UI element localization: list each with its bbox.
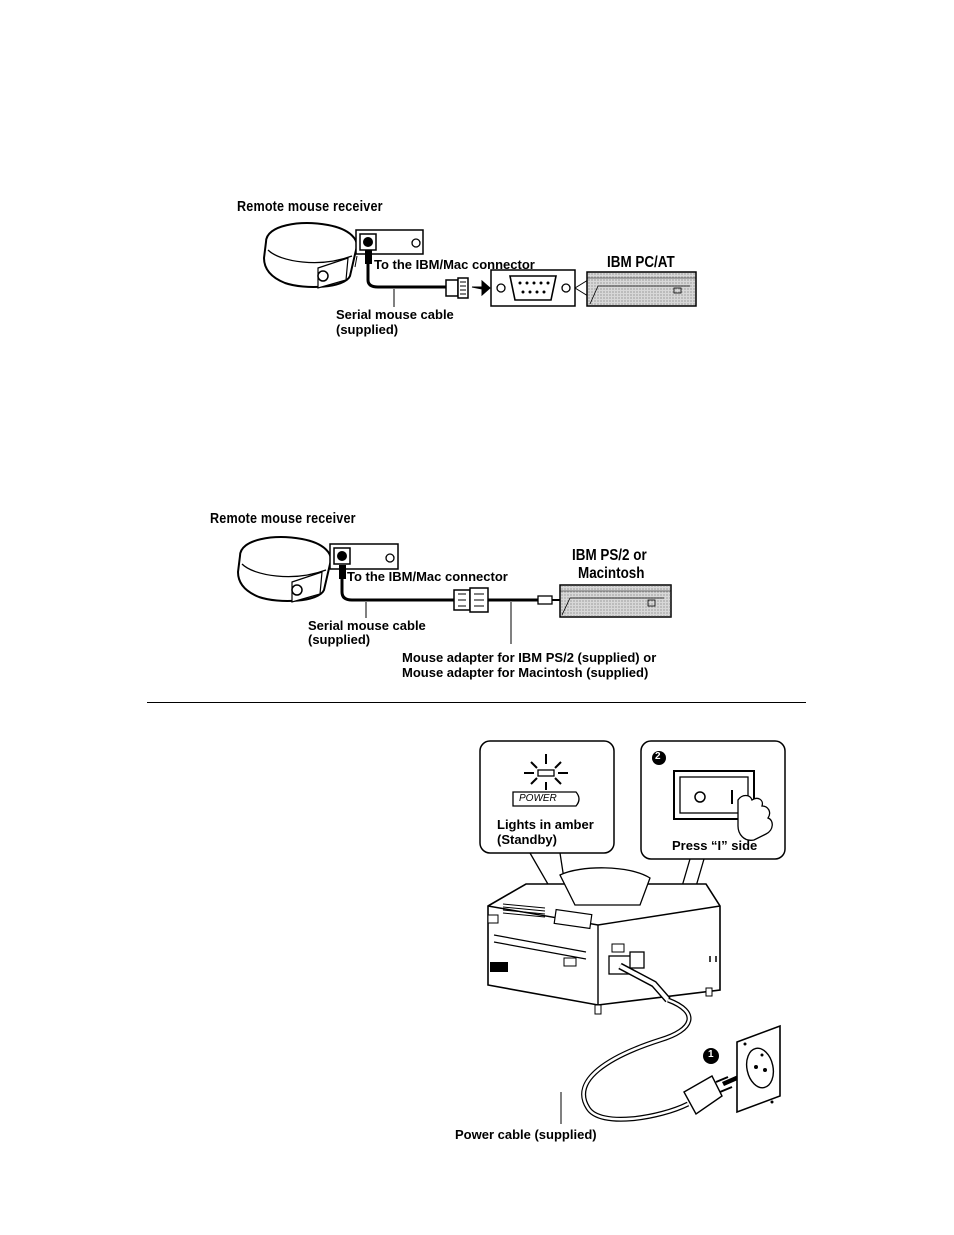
connector-panel-2 <box>329 543 399 570</box>
switch-step-number: 2 <box>655 751 661 762</box>
mouse-adapter <box>453 587 560 644</box>
serial-port-panel <box>490 269 589 307</box>
cable-label-1-line1: Serial mouse cable <box>336 307 454 322</box>
serial-mouse-cable-2 <box>339 565 456 618</box>
switch-label: Press “I” side <box>672 838 758 853</box>
cable-label-2-line2: (supplied) <box>308 632 371 647</box>
ibm-pc-at-computer <box>586 271 697 307</box>
connector-label-2: To the IBM/Mac connector <box>347 569 508 584</box>
ibm-ps2-macintosh-computer <box>559 584 672 618</box>
remote-mouse-receiver-1 <box>262 222 358 289</box>
cable-label-1-line2: (supplied) <box>336 322 399 337</box>
power-switch-callout <box>640 740 786 956</box>
indicator-label-line2: (Standby) <box>497 832 557 847</box>
indicator-label-line1: Lights in amber <box>497 817 594 832</box>
wall-outlet <box>736 1024 781 1114</box>
diagram2-heading: Remote mouse receiver <box>210 510 356 527</box>
hand-icon <box>737 794 773 841</box>
power-button-shape <box>512 791 580 807</box>
power-indicator-callout <box>479 740 615 906</box>
connector-label-1: To the IBM/Mac connector <box>374 257 535 272</box>
section-divider <box>147 702 806 703</box>
arrow-icon <box>471 279 491 297</box>
cable-label-2-line1: Serial mouse cable <box>308 618 426 633</box>
computer-label-ps2-line2: Macintosh <box>578 565 645 582</box>
computer-label-ps2-line1: IBM PS/2 or <box>572 547 647 564</box>
remote-mouse-receiver-2 <box>236 536 332 603</box>
light-burst-icon <box>524 754 568 790</box>
projector <box>487 867 721 1015</box>
serial-mouse-cable-1 <box>365 250 469 307</box>
computer-label-pc-at: IBM PC/AT <box>607 254 675 271</box>
power-button-label: POWER <box>519 793 557 804</box>
adapter-label-line1: Mouse adapter for IBM PS/2 (supplied) or <box>402 650 657 665</box>
power-cable-label: Power cable (supplied) <box>455 1127 597 1142</box>
diagram1-heading: Remote mouse receiver <box>237 198 383 215</box>
power-cable <box>560 962 733 1124</box>
adapter-label-line2: Mouse adapter for Macintosh (supplied) <box>402 665 649 680</box>
outlet-step-number: 1 <box>708 1049 714 1060</box>
